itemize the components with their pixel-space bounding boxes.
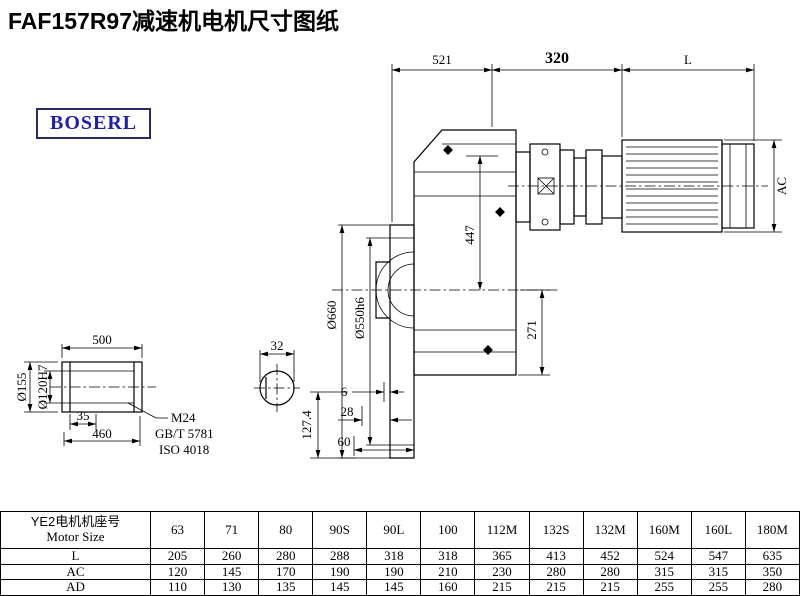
table-cell: 190 xyxy=(312,563,368,581)
dim-660-label: Ø660 xyxy=(324,301,339,330)
dim-32-label: 32 xyxy=(271,338,284,353)
dim-271-label: 271 xyxy=(524,320,539,340)
table-cell: 635 xyxy=(744,548,800,565)
table-cell: 315 xyxy=(636,563,692,581)
table-cell: 350 xyxy=(744,563,800,581)
table-cell: 215 xyxy=(474,579,530,596)
table-header-en: Motor Size xyxy=(46,529,105,544)
row-label: AC xyxy=(0,563,151,581)
dim-120H7-label: Ø120H7 xyxy=(35,364,50,409)
dim-28-label: 28 xyxy=(341,404,354,419)
table-header-row: YE2电机机座号 Motor Size 63 71 80 90S 90L 100… xyxy=(0,511,800,549)
table-cell: 145 xyxy=(204,563,260,581)
table-cell: 230 xyxy=(474,563,530,581)
table-cell: 547 xyxy=(690,548,746,565)
dim-AC-label: AC xyxy=(774,177,789,195)
dim-L-label: L xyxy=(684,52,692,67)
boserl-logo: BOSERL xyxy=(36,108,152,139)
table-cell: 452 xyxy=(582,548,638,565)
table-cell: 365 xyxy=(474,548,530,565)
table-cell: 135 xyxy=(258,579,314,596)
col-header: 80 xyxy=(258,511,314,549)
dim-447-label: 447 xyxy=(462,225,477,245)
table-cell: 280 xyxy=(528,563,584,581)
ac-dimension: AC xyxy=(724,139,789,233)
row-label: L xyxy=(0,548,151,565)
col-header: 63 xyxy=(149,511,206,549)
dim-460-label: 460 xyxy=(92,426,112,441)
table-row-L: L 205 260 280 288 318 318 365 413 452 52… xyxy=(0,548,800,565)
shaft-detail: 500 Ø155 Ø120H7 35 460 M24 GB/T 5781 ISO… xyxy=(14,332,214,457)
col-header: 160L xyxy=(690,511,746,549)
table-cell: 413 xyxy=(528,548,584,565)
table-cell: 280 xyxy=(258,548,314,565)
table-cell: 170 xyxy=(258,563,314,581)
std-iso-label: ISO 4018 xyxy=(159,442,209,457)
col-header: 132M xyxy=(582,511,638,549)
table-cell: 130 xyxy=(204,579,260,596)
dim-271: 271 xyxy=(518,289,550,376)
table-row-AD: AD 110 130 135 145 145 160 215 215 215 2… xyxy=(0,579,800,596)
dim-127-label: 127.4 xyxy=(299,410,314,440)
col-header: 90S xyxy=(312,511,368,549)
flange-diameter-dims: Ø660 Ø550h6 xyxy=(324,224,390,459)
table-cell: 205 xyxy=(149,548,206,565)
dim-500-label: 500 xyxy=(92,332,112,347)
thread-m24-label: M24 xyxy=(171,410,196,425)
table-cell: 280 xyxy=(582,563,638,581)
table-cell: 110 xyxy=(149,579,206,596)
table-cell: 315 xyxy=(690,563,746,581)
table-cell: 318 xyxy=(420,548,476,565)
table-cell: 120 xyxy=(149,563,206,581)
col-header: 132S xyxy=(528,511,584,549)
motor-size-table: YE2电机机座号 Motor Size 63 71 80 90S 90L 100… xyxy=(0,511,800,596)
col-header: 180M xyxy=(744,511,800,549)
table-row-AC: AC 120 145 170 190 190 210 230 280 280 3… xyxy=(0,563,800,581)
col-header: 160M xyxy=(636,511,692,549)
dim-60-label: 60 xyxy=(338,434,351,449)
technical-drawing: 521 320 L AC Ø660 xyxy=(14,50,789,459)
table-cell: 288 xyxy=(312,548,368,565)
dim-320-label: 320 xyxy=(545,50,569,67)
gear-housing xyxy=(413,129,517,376)
table-cell: 255 xyxy=(636,579,692,596)
table-cell: 318 xyxy=(366,548,422,565)
std-gb-label: GB/T 5781 xyxy=(155,426,214,441)
top-dimensions: 521 320 L xyxy=(391,50,755,222)
table-cell: 190 xyxy=(366,563,422,581)
table-cell: 524 xyxy=(636,548,692,565)
dim-447: 447 xyxy=(462,155,498,290)
table-cell: 215 xyxy=(582,579,638,596)
motor-adapter xyxy=(515,143,623,231)
shaft-section-view: 32 xyxy=(254,338,300,412)
dim-155-label: Ø155 xyxy=(14,373,29,402)
table-cell: 255 xyxy=(690,579,746,596)
col-header: 71 xyxy=(204,511,260,549)
table-cell: 145 xyxy=(312,579,368,596)
table-cell: 280 xyxy=(744,579,800,596)
flange-offset-dims: 6 28 60 127.4 xyxy=(299,382,414,459)
table-cell: 145 xyxy=(366,579,422,596)
col-header: 90L xyxy=(366,511,422,549)
dim-35-label: 35 xyxy=(77,408,90,423)
dim-550h6-label: Ø550h6 xyxy=(352,297,367,339)
page-title: FAF157R97减速机电机尺寸图纸 xyxy=(8,8,340,34)
table-header-motor-size: YE2电机机座号 Motor Size xyxy=(0,511,151,549)
table-cell: 260 xyxy=(204,548,260,565)
dim-6-label: 6 xyxy=(341,384,348,399)
fan-cover xyxy=(721,143,755,229)
output-flange xyxy=(332,224,560,459)
table-cell: 210 xyxy=(420,563,476,581)
table-cell: 160 xyxy=(420,579,476,596)
table-cell: 215 xyxy=(528,579,584,596)
row-label: AD xyxy=(0,579,151,596)
motor-body xyxy=(508,139,768,233)
col-header: 100 xyxy=(420,511,476,549)
col-header: 112M xyxy=(474,511,530,549)
dim-521-label: 521 xyxy=(432,52,452,67)
table-header-cn: YE2电机机座号 xyxy=(30,514,121,530)
